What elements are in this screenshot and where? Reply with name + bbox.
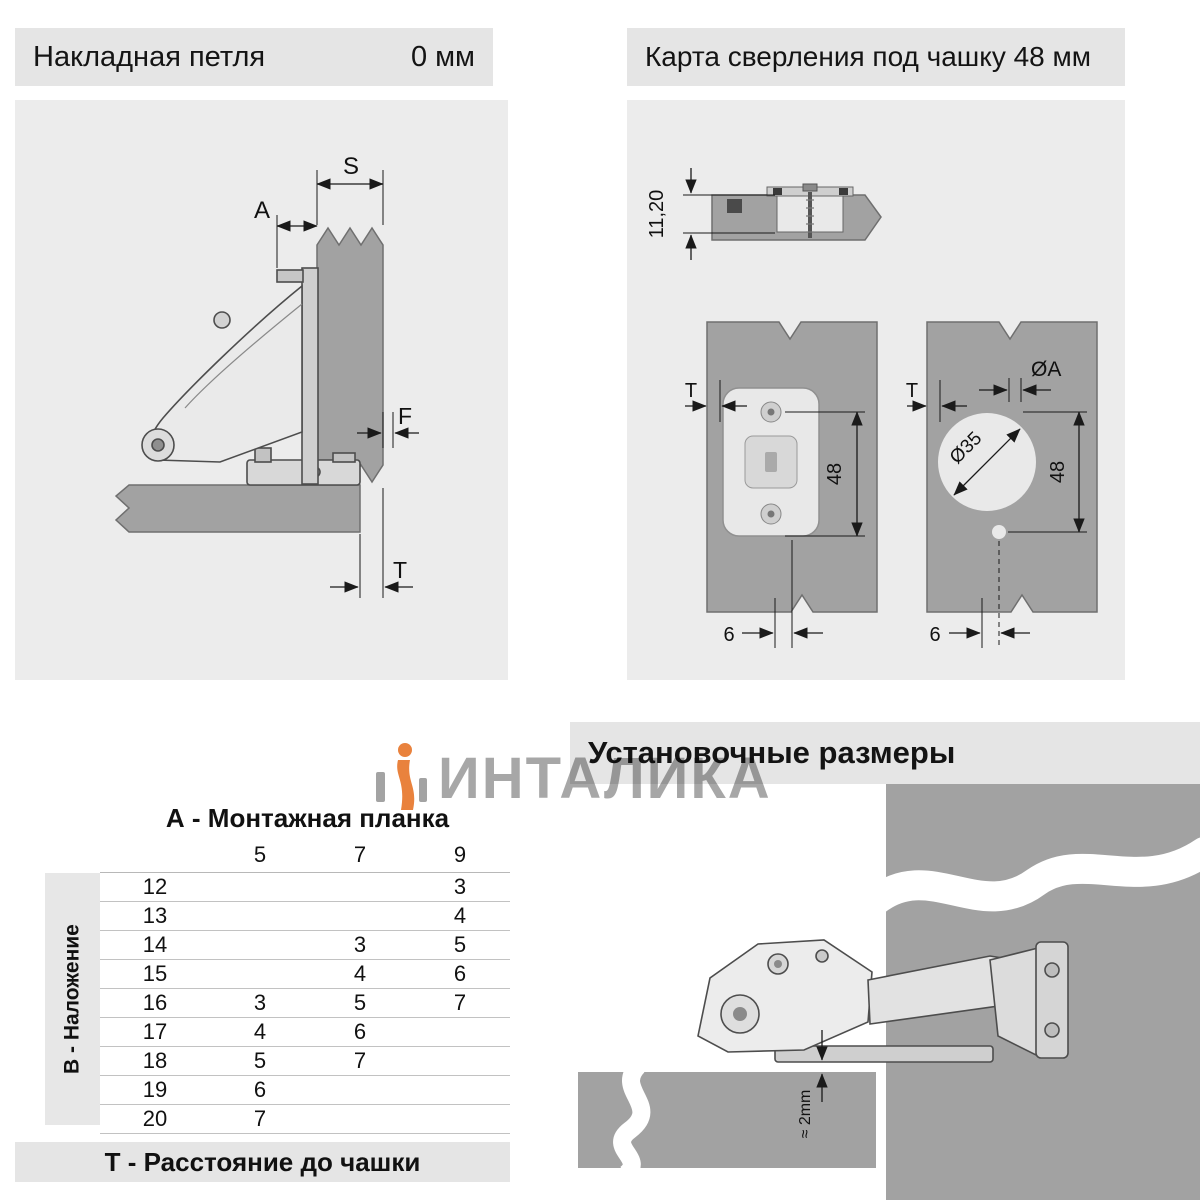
plate-distance-value: 5 [453, 932, 467, 957]
table-row: 20 7 [100, 1105, 510, 1134]
table-row: 19 6 [100, 1076, 510, 1105]
hinge-pivot-pin [774, 960, 782, 968]
plate-distance-value: 7 [253, 1106, 267, 1131]
dim-t-left-label: T [685, 380, 697, 402]
table-row: 16 3 5 7 [100, 989, 510, 1018]
hinge-plate [1035, 941, 1069, 1059]
col-header-5: 5 [253, 842, 267, 867]
cabinet-panel [114, 484, 361, 533]
hinge-rivet [815, 949, 829, 963]
logo-dot [398, 743, 412, 757]
plate-screw-hole-center [767, 408, 775, 416]
hinge-cup [301, 267, 319, 485]
dim-35-line [953, 428, 1021, 496]
overlay-hinge-diagram: S A F T [15, 100, 508, 680]
dim-t-label: T [393, 557, 407, 583]
overlay-value: 12 [142, 874, 168, 899]
screw-head [802, 183, 818, 192]
plate-screw-hole-center [767, 510, 775, 518]
table-row: 14 3 5 [100, 931, 510, 960]
dim-f-label: F [398, 403, 412, 429]
mounting-plate-table: А - Монтажная планка 5 7 9 В - Наложение… [15, 798, 510, 1182]
plate-distance-value: 4 [453, 903, 467, 928]
dim-gap-label: ≈ 2mm [797, 1090, 814, 1139]
col-header-9: 9 [453, 842, 467, 867]
plate-distance-value: 4 [253, 1019, 267, 1044]
overlay-hinge-title: Накладная петля [33, 40, 266, 73]
drilling-map-diagram: 11,20 T 48 6 Ø35 ØA [627, 100, 1125, 680]
hinge-joint-pin [151, 438, 165, 452]
arm-screw [213, 311, 231, 329]
overlay-value: 16 [142, 990, 168, 1015]
overlay-value: 13 [142, 903, 168, 928]
plate-clip [332, 452, 356, 463]
table-footer: Т - Расстояние до чашки [15, 1142, 510, 1182]
panel-edge-detail [727, 199, 742, 213]
install-sizes-drawing: ≈ 2mm [578, 784, 1200, 1200]
hinge-base [774, 1045, 994, 1063]
dim-a-label: A [254, 197, 270, 224]
dim-48-right-label: 48 [1047, 461, 1069, 483]
cup-detail [839, 188, 848, 195]
install-sizes-title: Установочные размеры [588, 735, 956, 770]
table-column-headers: 5 7 9 [100, 838, 510, 873]
plate-distance-value: 6 [253, 1077, 267, 1102]
door-break-wave [613, 1059, 651, 1182]
plate-distance-value: 5 [253, 1048, 267, 1073]
plate-slot [765, 452, 777, 472]
overlay-value: 18 [142, 1048, 168, 1073]
plate-screw [1044, 962, 1060, 978]
plate-distance-value: 7 [353, 1048, 367, 1073]
panel-break-wave [859, 837, 1200, 917]
overlay-hinge-header: Накладная петля 0 мм [15, 28, 493, 86]
screw-threads [806, 199, 814, 233]
overlay-side-label: В - Наложение [45, 873, 100, 1125]
plate-screw [1044, 1022, 1060, 1038]
overlay-value: 19 [142, 1077, 168, 1102]
overlay-hinge-value: 0 мм [410, 40, 475, 73]
plate-distance-value: 3 [353, 932, 367, 957]
plate-distance-value: 3 [453, 874, 467, 899]
pilot-hole [992, 525, 1006, 539]
dim-a-label: ØA [1031, 358, 1061, 381]
dim-6-right-label: 6 [929, 624, 940, 646]
door-panel [316, 226, 384, 484]
plate-distance-value: 7 [453, 990, 467, 1015]
install-sizes-header: Установочные размеры [570, 722, 1200, 784]
plate-distance-value: 6 [453, 961, 467, 986]
col-header-7: 7 [353, 842, 367, 867]
overlay-hinge-drawing: S A F T [114, 153, 419, 598]
drilling-map-title: Карта сверления под чашку 48 мм [645, 41, 1092, 72]
plate-distance-value: 6 [353, 1019, 367, 1044]
overlay-value: 20 [142, 1106, 168, 1131]
drilling-map-drawing: 11,20 T 48 6 Ø35 ØA [646, 168, 1098, 648]
table-title: А - Монтажная планка [165, 803, 450, 833]
dim-6-left-label: 6 [723, 624, 734, 646]
dim-t-right-label: T [906, 380, 918, 402]
cup-flange [276, 269, 304, 283]
plate-screw [254, 447, 272, 463]
plate-distance-value: 4 [353, 961, 367, 986]
plate-distance-value: 5 [353, 990, 367, 1015]
arm-detail-line [184, 303, 303, 409]
overlay-value: 15 [142, 961, 168, 986]
dim-48-left-label: 48 [824, 463, 846, 485]
hinge-joint-pin [733, 1007, 747, 1021]
plate-distance-value: 3 [253, 990, 267, 1015]
dim-depth-label: 11,20 [646, 190, 668, 239]
drilling-map-header: Карта сверления под чашку 48 мм [627, 28, 1125, 86]
overlay-value: 17 [142, 1019, 168, 1044]
table-row: 12 3 [100, 873, 510, 902]
dim-s-label: S [343, 153, 359, 180]
cup-detail [773, 188, 782, 195]
overlay-value: 14 [142, 932, 168, 957]
table-row: 13 4 [100, 902, 510, 931]
install-sizes-diagram: ≈ 2mm [570, 784, 1200, 1200]
